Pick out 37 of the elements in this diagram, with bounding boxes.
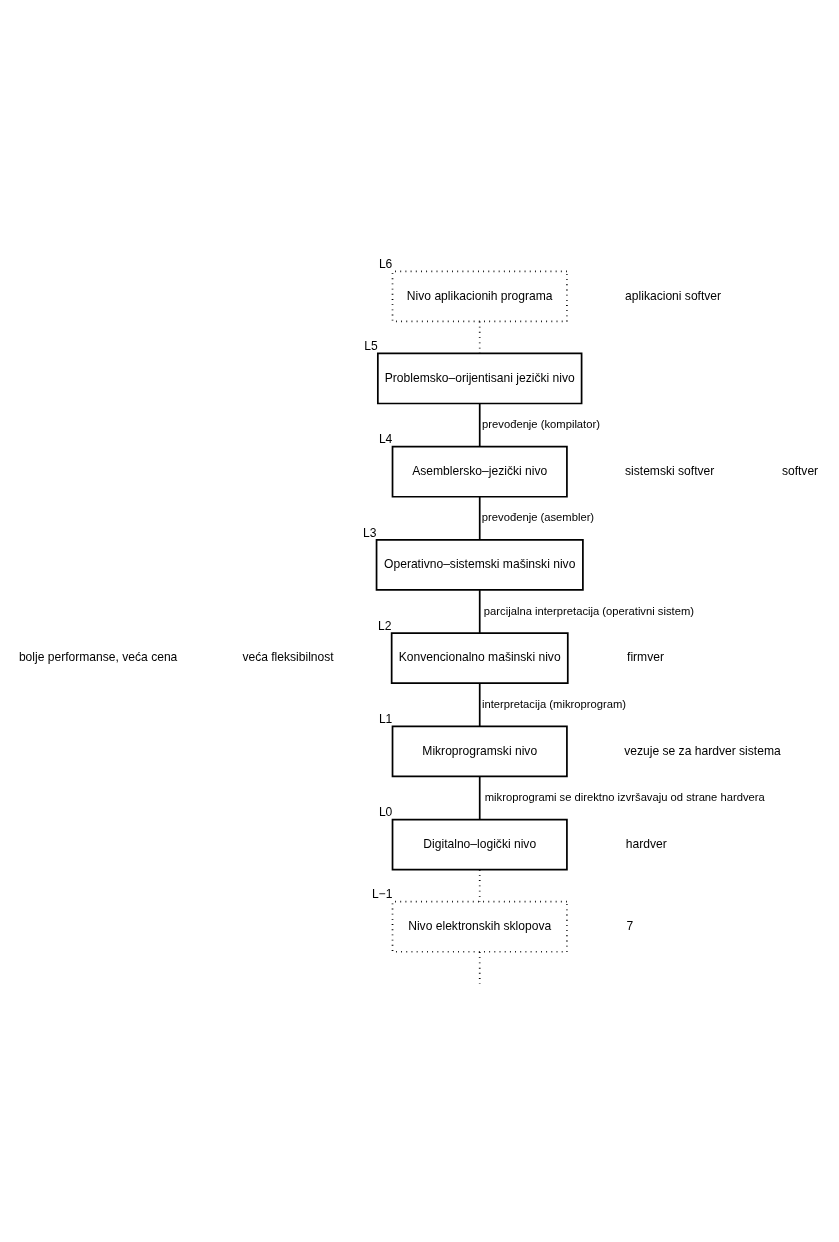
node-box: Mikroprogramski nivo xyxy=(391,725,568,777)
label: firmver xyxy=(627,649,664,664)
node-label: L4 xyxy=(378,431,393,446)
node-label: L6 xyxy=(378,256,393,271)
label: 7 xyxy=(626,918,634,933)
node-label: L0 xyxy=(378,804,393,819)
label: hardver xyxy=(625,836,667,851)
connector xyxy=(478,950,481,984)
edge-label: interpretacija (mikroprogram) xyxy=(481,697,626,710)
label: sistemski softver xyxy=(625,463,715,478)
label: veća fleksibilnost xyxy=(242,649,334,664)
edge-label: prevođenje (asembler) xyxy=(481,510,595,523)
node-box: Konvencionalno mašinski nivo xyxy=(390,631,569,684)
connector xyxy=(478,775,481,820)
node-box: Digitalno–logički nivo xyxy=(391,818,568,871)
node-box: Operativno–sistemski mašinski nivo xyxy=(375,538,584,591)
node-label: L−1 xyxy=(371,886,393,901)
connector xyxy=(478,588,481,634)
node-label: L1 xyxy=(378,711,393,726)
node-box: Nivo elektronskih sklopova xyxy=(391,900,568,953)
label: vezuje se za hardver sistema xyxy=(624,743,781,758)
label: softver xyxy=(781,463,819,478)
connector xyxy=(478,868,481,902)
edge-label: prevođenje (kompilator) xyxy=(482,417,600,430)
connector xyxy=(478,495,481,541)
node-label: L5 xyxy=(364,338,378,353)
connector xyxy=(478,402,481,447)
node-box: Nivo aplikacionih programa xyxy=(391,270,568,322)
label: bolje performanse, veća cena xyxy=(18,649,178,664)
node-label: L3 xyxy=(362,525,377,540)
edge-label: mikroprogrami se direktno izvršavaju od strane hardvera xyxy=(484,790,765,803)
node-label: L2 xyxy=(378,618,392,633)
node-box: Asemblersko–jezički nivo xyxy=(391,445,568,498)
edge-label: parcijalna interpretacija (operativni sistem) xyxy=(483,604,695,617)
node-box: Problemsko–orijentisani jezički nivo xyxy=(376,352,583,404)
connector xyxy=(478,681,481,727)
label: aplikacioni softver xyxy=(625,288,722,303)
